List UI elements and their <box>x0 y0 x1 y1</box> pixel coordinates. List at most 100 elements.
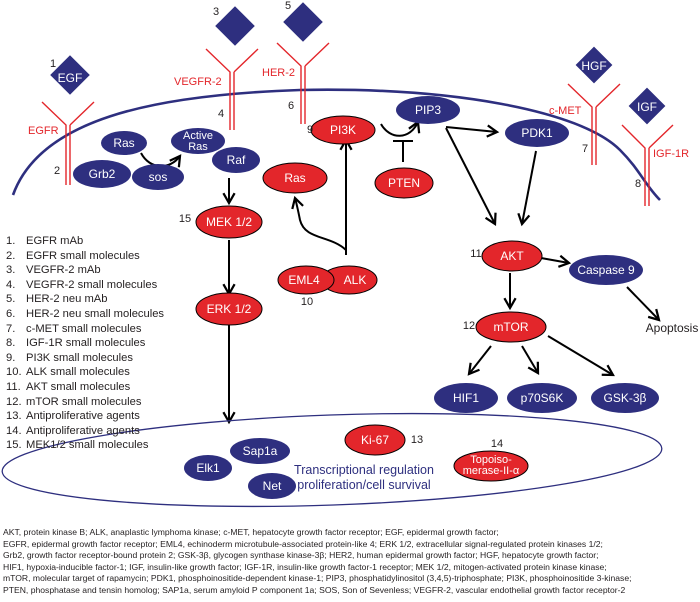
svg-text:Raf: Raf <box>227 153 246 167</box>
svg-text:8: 8 <box>635 178 641 190</box>
legend-text: HER-2 neu small molecules <box>26 307 165 320</box>
cell-membrane <box>11 88 661 201</box>
footnote-line: HIF1, hypoxia-inducible factor-1; IGF, i… <box>3 561 607 572</box>
svg-text:6: 6 <box>288 100 294 112</box>
svg-text:IGF-1R: IGF-1R <box>653 148 689 160</box>
nucleus-label-line1: Transcriptional regulation <box>294 463 434 477</box>
svg-text:9: 9 <box>307 124 313 136</box>
legend-number: 5. <box>6 293 16 306</box>
footnote-line: Grb2, growth factor receptor-bound prote… <box>3 550 599 561</box>
svg-text:10: 10 <box>301 296 313 308</box>
svg-text:p70S6K: p70S6K <box>521 391 564 405</box>
node-pten: PTEN <box>374 167 434 199</box>
svg-text:AKT: AKT <box>500 249 524 263</box>
legend-number: 2. <box>6 249 16 262</box>
node-topoisomerase: Topoiso-merase-II-α <box>453 450 529 482</box>
legend-number: 7. <box>6 322 16 335</box>
legend-text: c-MET small molecules <box>26 322 142 335</box>
svg-text:2: 2 <box>54 165 60 177</box>
node-caspase9: Caspase 9 <box>569 255 643 285</box>
node-p70s6k: p70S6K <box>507 383 577 413</box>
ligand-hgf: HGF <box>575 46 613 84</box>
legend-item: 13. Antiproliferative agents <box>6 409 164 424</box>
receptor-egfr <box>41 101 95 185</box>
legend-item: 4.VEGFR-2 small molecules <box>6 278 164 293</box>
legend-text: VEGFR-2 mAb <box>26 264 101 277</box>
svg-text:PDK1: PDK1 <box>521 126 553 140</box>
svg-text:Net: Net <box>263 479 282 493</box>
legend-number: 15. <box>6 439 22 452</box>
svg-text:ALK: ALK <box>344 273 367 287</box>
node-alk: ALK <box>320 265 378 295</box>
svg-text:13: 13 <box>411 434 423 446</box>
legend-text: MEK1/2 small molecules <box>26 439 149 452</box>
svg-text:1: 1 <box>50 58 56 70</box>
receptor-igf1r <box>621 124 674 206</box>
node-raf: Raf <box>212 147 260 173</box>
legend-number: 12. <box>6 395 22 408</box>
svg-text:Topoiso-: Topoiso- <box>470 454 512 466</box>
node-sap1a: Sap1a <box>230 438 290 464</box>
svg-text:EGFR: EGFR <box>28 125 59 137</box>
svg-text:PI3K: PI3K <box>330 123 356 137</box>
svg-text:PTEN: PTEN <box>388 176 420 190</box>
node-sos: sos <box>132 164 184 190</box>
legend-text: Antiproliferative agents <box>26 410 140 423</box>
svg-text:Sap1a: Sap1a <box>243 444 278 458</box>
legend-item: 2.EGFR small molecules <box>6 249 164 264</box>
svg-text:Ras: Ras <box>188 141 208 153</box>
svg-text:IGF: IGF <box>637 100 657 114</box>
svg-text:HIF1: HIF1 <box>453 391 479 405</box>
svg-text:EGF: EGF <box>58 71 83 85</box>
legend-number: 3. <box>6 264 16 277</box>
node-akt: AKT <box>481 240 543 272</box>
legend-number: 14. <box>6 424 22 437</box>
ligand-egf: EGF 1 <box>50 55 90 95</box>
legend-number: 1. <box>6 235 16 247</box>
arrow-mtor-to-p70s6k <box>521 345 540 375</box>
svg-text:c-MET: c-MET <box>549 105 582 117</box>
receptor-cmet <box>567 83 621 165</box>
svg-text:MEK 1/2: MEK 1/2 <box>206 215 252 229</box>
node-ras-red: Ras <box>262 162 328 194</box>
svg-text:Grb2: Grb2 <box>89 167 116 181</box>
svg-text:11: 11 <box>470 248 481 260</box>
legend-text: AKT small molecules <box>26 380 131 393</box>
node-grb2: Grb2 <box>73 160 131 188</box>
node-mtor: mTOR <box>475 311 547 343</box>
footnote-line: PTEN, phosphatase and tensin homolog; SA… <box>3 584 626 595</box>
svg-text:HGF: HGF <box>581 59 606 73</box>
legend-text: EGFR mAb <box>26 235 84 247</box>
arrow-mtor-to-gsk3b <box>547 335 615 377</box>
svg-text:14: 14 <box>491 438 503 450</box>
svg-text:sos: sos <box>149 170 168 184</box>
receptor-her2 <box>276 42 330 124</box>
svg-text:Active: Active <box>183 130 213 142</box>
node-mek: MEK 1/2 <box>195 205 263 239</box>
legend-item: 7. c-MET small molecules <box>6 322 164 337</box>
arrow-alk-to-ras <box>291 195 347 251</box>
legend-number: 11. <box>6 380 21 393</box>
node-elk1: Elk1 <box>184 455 232 481</box>
svg-text:VEGFR-2: VEGFR-2 <box>174 76 222 88</box>
arrow-pip3-to-pdk1 <box>445 124 500 138</box>
legend-number: 6. <box>6 307 16 320</box>
node-pip3: PIP3 <box>396 96 460 124</box>
legend-number: 13. <box>6 410 22 423</box>
svg-text:PIP3: PIP3 <box>415 103 441 117</box>
legend-item: 1. EGFR mAb <box>6 234 164 249</box>
arrow-mtor-to-hif1 <box>467 345 492 376</box>
apoptosis-label: Apoptosis <box>646 321 699 335</box>
legend-item: 12.mTOR small molecules <box>6 395 164 410</box>
node-ki67: Ki-67 <box>344 424 406 456</box>
legend-text: IGF-1R small molecules <box>26 337 146 350</box>
svg-text:5: 5 <box>285 0 291 12</box>
svg-text:7: 7 <box>582 143 588 155</box>
arrow-akt-to-caspase9 <box>540 254 572 268</box>
node-eml4: EML4 <box>277 265 335 295</box>
legend-text: VEGFR-2 small molecules <box>26 278 158 291</box>
legend-item: 10.ALK small molecules <box>6 365 164 380</box>
